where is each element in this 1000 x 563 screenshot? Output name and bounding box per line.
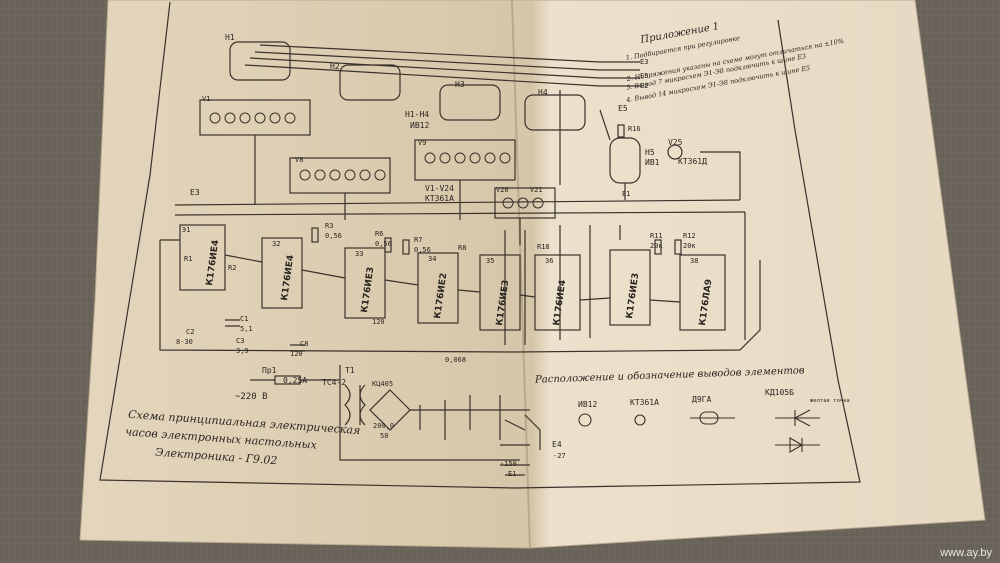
indicator-group-label: H1-H4 xyxy=(405,110,430,119)
capacitor-c1-label: C1 xyxy=(240,315,249,323)
watermark: www.ay.by xyxy=(940,547,992,559)
chip-d4-ref: 34 xyxy=(428,255,437,263)
power-e5-label: E5 xyxy=(618,104,628,113)
power-transformer-label: T1 xyxy=(345,366,355,375)
power-fuse-label: Пр1 xyxy=(262,366,277,375)
resistor-r7-label: R7 xyxy=(414,236,423,244)
power-e3-label: E3 xyxy=(190,188,200,197)
pinout-legend-symbols xyxy=(578,409,820,453)
resistor-r12-value: 20к xyxy=(683,242,696,250)
chip-d5-ref: 35 xyxy=(486,257,495,265)
paper-fold xyxy=(511,0,531,549)
resistor-r1-label: R1 xyxy=(184,255,193,263)
transistor-group-label: V1-V24 xyxy=(425,184,454,193)
indicator-h4-label: H4 xyxy=(538,88,548,97)
resistor-r7-value: 0,56 xyxy=(414,246,431,254)
power-v068: 0,068 xyxy=(445,356,467,364)
bus-e3-label: E3 xyxy=(640,58,649,66)
indicator-type-label: ИВ12 xyxy=(410,121,430,130)
transistor-v8-label: V8 xyxy=(295,156,304,164)
power-ef: E1 xyxy=(508,470,517,478)
transistor-v1-label: V1 xyxy=(202,95,211,103)
capacitor-c3-label: C3 xyxy=(236,337,245,345)
power-filter-cap: 200,0 xyxy=(373,422,395,430)
indicator-h5-label: H5 xyxy=(645,148,655,157)
resistor-r11-label: R11 xyxy=(650,232,663,240)
indicator-h1-label: H1 xyxy=(225,33,235,42)
power-transformer-type: ТС4-2 xyxy=(322,378,347,387)
capacitor-c8-value: 120 xyxy=(290,350,303,358)
capacitor-c3-value: 3,9 xyxy=(236,347,249,355)
chip-d1-ref: Э1 xyxy=(182,226,191,234)
indicator-h2-label: H2 xyxy=(330,62,340,71)
power-filter-voltage: 50 xyxy=(380,432,389,440)
resistor-r16-label: R16 xyxy=(628,125,641,133)
transistor-v25-type: КТ361Д xyxy=(678,157,707,166)
capacitor-c2-value: 8-30 xyxy=(176,338,193,346)
resistor-r3-value: 0,56 xyxy=(325,232,342,240)
resistor-r6-label: R6 xyxy=(375,230,384,238)
power-v27: -27 xyxy=(553,452,566,460)
resistor-r8-label: R8 xyxy=(458,244,467,252)
legend-iv12: ИВ12 xyxy=(578,400,598,409)
indicator-h5-type: ИВ1 xyxy=(645,158,660,167)
transistor-type-label: КТ361А xyxy=(425,194,454,203)
capacitor-c8-label: C8 xyxy=(300,340,309,348)
power-bridge-label: КЦ405 xyxy=(372,380,394,388)
transistor-v20-label: V20 xyxy=(496,186,509,194)
power-e4-label: E4 xyxy=(552,440,562,449)
power-mains-label: ~220 В xyxy=(235,392,268,402)
legend-kt361a: КТ361А xyxy=(630,398,659,407)
chip-d2-ref: 32 xyxy=(272,240,281,248)
capacitor-120: 120 xyxy=(372,318,385,326)
chip-d6-ref: 36 xyxy=(545,257,554,265)
power-fuse-value: 0,25А xyxy=(283,376,308,385)
bus-e5-label: E5 xyxy=(640,72,649,80)
power-e1-label: E1 xyxy=(622,190,631,198)
legend-d9a: Д9ГА xyxy=(692,395,712,404)
resistor-r18-label: R18 xyxy=(537,243,550,251)
legend-kd105b: КД105Б xyxy=(765,388,794,397)
transistor-v25-label: V25 xyxy=(668,138,683,147)
capacitor-c2-label: C2 xyxy=(186,328,195,336)
resistor-r11-value: 20к xyxy=(650,242,663,250)
resistor-r12-label: R12 xyxy=(683,232,696,240)
transistor-v21-label: V21 xyxy=(530,186,543,194)
legend-note: желтая точка xyxy=(810,398,850,404)
power-e2-label: E2 xyxy=(640,82,649,90)
schematic xyxy=(99,1,861,489)
chip-d8-ref: 38 xyxy=(690,257,699,265)
chip-d3-ref: 33 xyxy=(355,250,364,258)
capacitor-c1-value: 5,1 xyxy=(240,325,253,333)
resistor-r3-label: R3 xyxy=(325,222,334,230)
transistor-v9-label: V9 xyxy=(418,139,427,147)
resistor-r2-label: R2 xyxy=(228,264,237,272)
resistor-r6-value: 0,56 xyxy=(375,240,392,248)
indicator-h3-label: H3 xyxy=(455,80,465,89)
power-v150: -150 xyxy=(500,460,517,468)
